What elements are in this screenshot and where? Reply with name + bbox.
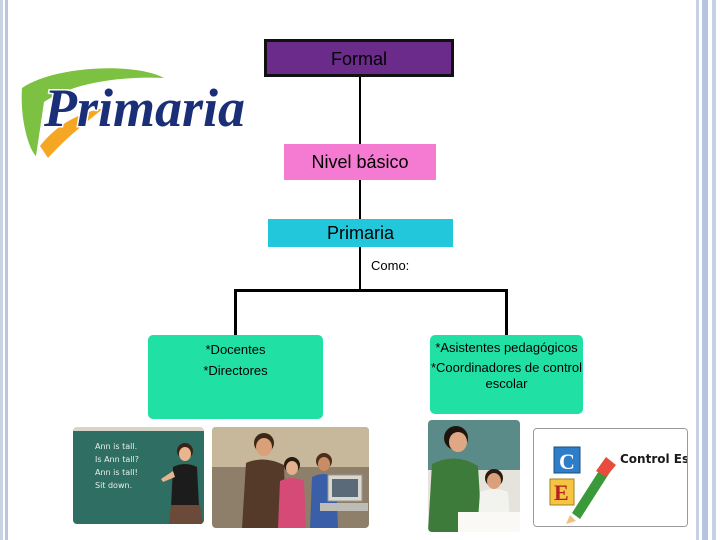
photo-students-computer (212, 427, 369, 528)
control-escolar-text: Control Escolar (620, 452, 687, 466)
node-formal: Formal (264, 39, 454, 77)
logo-text: Primaria (43, 78, 245, 138)
card-docentes-directores: *Docentes *Directores (148, 335, 323, 419)
connector-primaria-branch (359, 247, 361, 290)
node-nivel-basico-label: Nivel básico (311, 151, 409, 172)
slide-left-border (0, 0, 10, 540)
chalk-line-3: Ann is tall! (95, 468, 138, 477)
card-left-line-2: *Directores (203, 363, 268, 378)
photo-teacher-helping-student (428, 420, 520, 532)
chalk-line-1: Ann is tall. (95, 442, 137, 451)
slide-right-border (690, 0, 720, 540)
node-formal-label: Formal (330, 48, 387, 69)
chalk-line-4: Sit down. (95, 481, 132, 490)
block-letter-c: C (559, 449, 575, 474)
card-right-line-2: *Coordinadores de control escolar (430, 360, 583, 391)
primaria-logo: Primaria (14, 58, 246, 163)
card-left-line-1: *Docentes (205, 342, 266, 357)
connector-left-drop (234, 289, 237, 335)
node-primaria: Primaria (268, 219, 453, 247)
node-nivel-basico: Nivel básico (284, 144, 436, 180)
connector-formal-basico (359, 77, 361, 144)
connector-label: Como: (371, 258, 410, 273)
block-letter-e: E (554, 480, 569, 505)
connector-basico-primaria (359, 180, 361, 219)
card-right-line-1: *Asistentes pedagógicos (435, 340, 578, 355)
chalk-line-2: Is Ann tall? (95, 455, 139, 464)
photo-teacher-chalkboard: Ann is tall. Is Ann tall? Ann is tall! S… (73, 427, 204, 524)
node-primaria-label: Primaria (326, 222, 394, 243)
control-escolar-graphic: C E Control Escolar (533, 428, 688, 527)
connector-right-drop (505, 289, 508, 335)
connector-horizontal (234, 289, 508, 292)
card-asistentes-coordinadores: *Asistentes pedagógicos *Coordinadores d… (430, 335, 583, 414)
